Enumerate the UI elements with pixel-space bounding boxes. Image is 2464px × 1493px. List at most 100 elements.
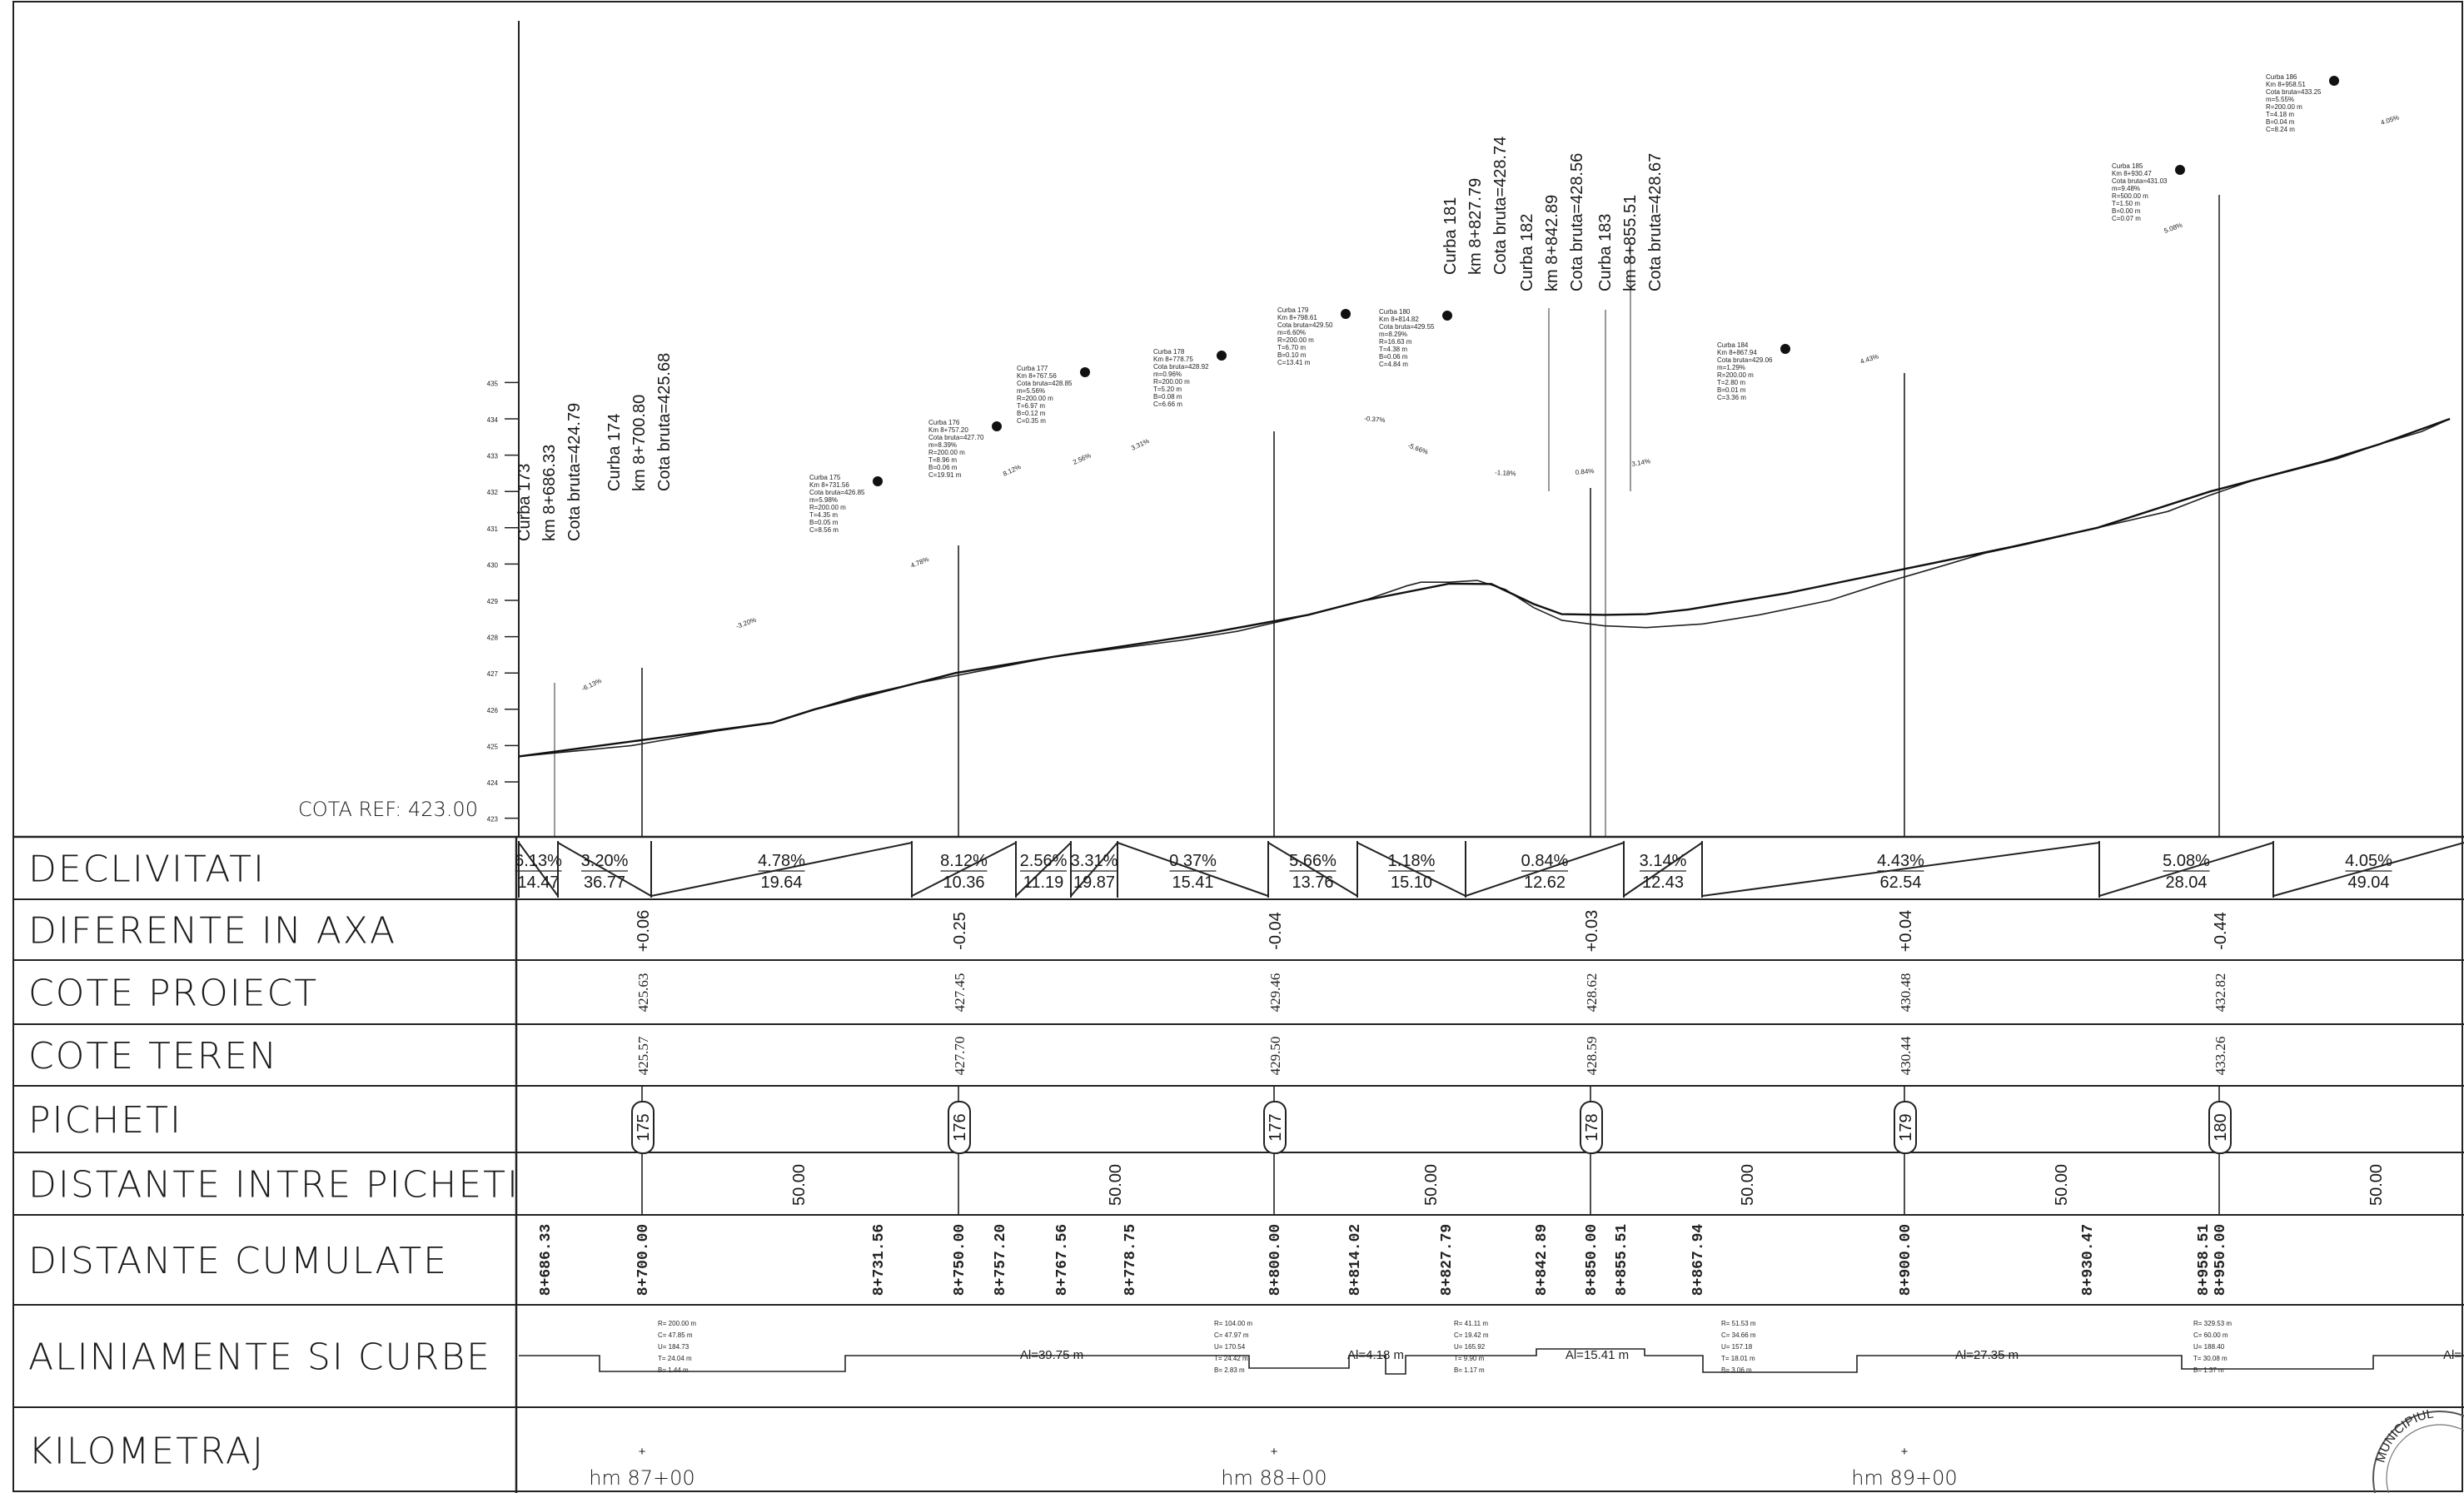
elevation-tick-label: 423 [487, 816, 499, 824]
declivitate-cell: 3.20%36.77 [557, 841, 652, 898]
elevation-tick-label: 426 [487, 707, 499, 714]
curve-note-line: R=500.00 m [2112, 192, 2148, 200]
curve-note-line: m=5.56% [1017, 387, 1045, 395]
row-label-declivitati: DECLIVITATI [28, 849, 266, 891]
distanta-cumulata-curba: 8+855.51 [1614, 1224, 1630, 1296]
declivitate-slope-line [1356, 842, 1466, 897]
distanta-cumulata: 8+750.00 [952, 1224, 968, 1296]
declivitate-length: 11.19 [1023, 873, 1064, 892]
curve-note-line: T=2.80 m [1717, 379, 1745, 386]
curve-element-line: U= 157.18 [1721, 1343, 1753, 1351]
alignment-segment-label: Al=39.75 m [1020, 1348, 1083, 1362]
declivitate-cell: 4.05% 49.04 [2272, 841, 2464, 898]
curve-note-line: m=0.96% [1153, 371, 1182, 378]
diff-value: +0.03 [1583, 910, 1601, 953]
curve-note-line: Curba 176 [928, 419, 960, 426]
declivitate-cell: 8.12%10.36 [911, 841, 1017, 898]
declivitate-length: 19.87 [1073, 873, 1115, 892]
curve-note-line: Cota bruta=429.50 [1277, 321, 1333, 329]
declivitate-slope-line [1623, 842, 1703, 897]
declivitate-cell: 5.66%13.76 [1267, 841, 1358, 898]
curve-note-line: Curba 178 [1153, 348, 1185, 356]
curve-note-line: Curba 184 [1717, 341, 1749, 349]
declivitate-slope-line [911, 842, 1017, 897]
elevation-tick-label: 428 [487, 635, 499, 642]
pichet-number: 180 [2212, 1113, 2230, 1141]
declivitate-length: 62.54 [1879, 873, 1921, 892]
row-label-aliniamente: ALINIAMENTE SI CURBE [28, 1336, 491, 1379]
curve-note-line: Km 8+731.56 [809, 481, 849, 489]
declivitate-slope-line [1701, 842, 2100, 897]
slope-label: -5.66% [1406, 441, 1429, 455]
table-row-lines [13, 898, 2464, 1408]
curve-note-marker-icon [1080, 367, 1090, 377]
distanta-cumulata: 8+900.00 [1898, 1224, 1914, 1296]
kilometraj-cells: +hm 87+00+hm 88+00+hm 89+00 [589, 1445, 1957, 1490]
curve-note-line: m=5.55% [2266, 96, 2294, 103]
curve-note-line: B=0.01 m [1717, 386, 1746, 394]
declivitate-cell: 3.14% 12.43 [1623, 841, 1703, 898]
row-label-picheti: PICHETI [28, 1099, 182, 1142]
curve-element-line: C= 47.85 m [658, 1331, 693, 1339]
declivitate-percent: 3.20% [581, 852, 629, 870]
distanta-intre-picheti: 50.00 [2053, 1164, 2071, 1206]
declivitate-percent: 1.18% [1388, 852, 1436, 870]
pichet-marker-icon [1580, 1101, 1603, 1154]
slope-label: 4.78% [909, 555, 929, 570]
curve-element-line: R= 41.11 m [1454, 1320, 1488, 1327]
declivitate-percent: 4.43% [1877, 852, 1924, 870]
curve-element-line: C= 34.66 m [1721, 1331, 1756, 1339]
declivitate-cell: 2.56%11.19 [1015, 841, 1072, 898]
row-label-cote-proiect: COTE PROIECT [28, 973, 318, 1015]
distanta-cumulata: 8+700.00 [635, 1224, 652, 1296]
curve-note-line: T=8.96 m [928, 456, 957, 464]
curve-note-line: Curba 175 [809, 474, 841, 481]
curve-note-line: B=0.10 m [1277, 351, 1307, 359]
curve-element-line: C= 47.97 m [1214, 1331, 1249, 1339]
distanta-cumulata: 8+950.00 [2213, 1224, 2229, 1296]
curve-element-line: U= 170.54 [1214, 1343, 1246, 1351]
declivitate-percent: 4.05% [2345, 852, 2392, 870]
alignment-segment-label: Al=4.18 m [1347, 1348, 1404, 1362]
declivitate-percent: 4.78% [758, 852, 805, 870]
grade-line [518, 417, 2451, 758]
cota-teren-value: 433.26 [2213, 1037, 2228, 1076]
distanta-cumulata: 8+850.00 [1584, 1224, 1600, 1296]
declivitate-length: 49.04 [2347, 873, 2389, 892]
cota-ref-label: COTA REF: 423.00 [298, 798, 478, 821]
distanta-cumulata-curba: 8+814.02 [1347, 1224, 1364, 1296]
curve-label-line: Curba 174 [605, 414, 624, 491]
curve-note-line: Km 8+867.94 [1717, 349, 1757, 356]
declivitate-percent: 3.14% [1640, 852, 1687, 870]
diff-value: +0.06 [635, 910, 653, 953]
declivitate-length: 12.43 [1642, 873, 1684, 892]
curve-element-line: U= 165.92 [1454, 1343, 1486, 1351]
declivitate-length: 15.10 [1391, 873, 1432, 892]
curve-element-line: C= 19.42 m [1454, 1331, 1489, 1339]
declivitate-length: 14.47 [517, 873, 559, 892]
pichet-number: 178 [1583, 1113, 1601, 1141]
curve-note-line: Km 8+930.47 [2112, 170, 2152, 177]
diff-value: -0.04 [1267, 912, 1285, 950]
curve-label-line: km 8+827.79 [1466, 178, 1485, 275]
cota-teren-value: 430.44 [1898, 1036, 1914, 1075]
curve-element-data: R= 329.53 mC= 60.00 mU= 188.40T= 30.08 m… [2193, 1320, 2232, 1374]
cota-proiect-value: 430.48 [1898, 973, 1914, 1013]
declivitate-slope-line [557, 842, 652, 897]
pichet-number: 175 [635, 1113, 653, 1141]
declivitate-slope-line [1117, 842, 1269, 897]
curve-note-marker-icon [1442, 311, 1452, 321]
curve-label-line: km 8+842.89 [1543, 195, 1561, 291]
curve-note-line: C=4.84 m [1379, 361, 1408, 368]
curve-note-line: Cota bruta=426.85 [809, 489, 865, 496]
